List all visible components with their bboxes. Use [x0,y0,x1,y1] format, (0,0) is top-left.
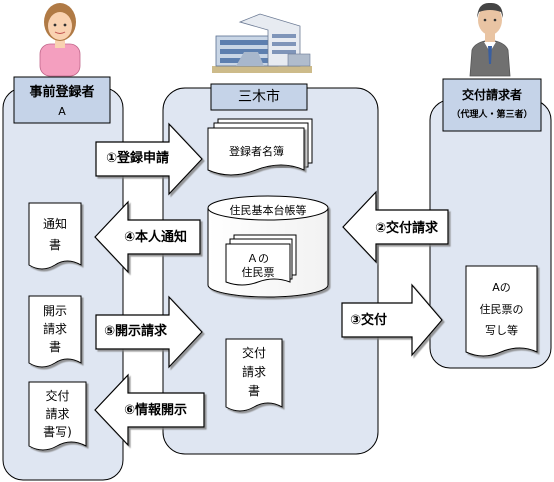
issuance-request-document [225,338,283,412]
man-icon [469,2,511,77]
arrow-notification [94,200,201,274]
resident-copy-document [465,265,538,357]
arrow-label-issuance: ③交付 [350,313,388,328]
arrow-label-notification: ④本人通知 [124,230,188,245]
arrow-info-disclosure [94,373,205,447]
issuance-request-copy-document [28,381,87,451]
resident-card-line-1: Ａの [247,252,269,265]
issuance-request-line-3: 書 [247,384,260,398]
arrow-disclosure-request [95,295,203,369]
arrow-registration-request [95,122,203,196]
resident-copy-line-3: 写し等 [485,324,518,337]
notice-line-2: 書 [48,238,61,252]
header-city-title: 三木市 [238,89,280,105]
issuance-copy-line-2: 請求 [45,407,70,421]
header-registrant-sub: A [58,105,66,118]
disclosure-request-line-3: 書 [48,340,61,354]
issuance-copy-line-3: 書写) [43,425,72,439]
ledger-label: 住民基本台帳等 [229,204,307,217]
notice-document [28,202,82,270]
resident-card-stack [225,234,297,286]
arrow-issuance-request [342,190,449,264]
disclosure-request-line-1: 開示 [42,304,67,318]
disclosure-request-line-2: 請求 [42,322,67,336]
resident-copy-line-2: 住民票の [479,303,524,316]
arrow-label-registration-request: ①登録申請 [106,151,170,166]
header-requester-box [442,78,542,132]
city-hall-icon [212,13,312,73]
issuance-copy-line-1: 交付 [45,389,70,403]
woman-icon [39,3,81,77]
registry-document [207,118,313,176]
issuance-request-line-1: 交付 [241,346,266,360]
resident-copy-line-1: Aの [492,281,511,294]
arrow-label-info-disclosure: ⑥情報開示 [124,403,188,418]
header-registrant-box [13,76,111,124]
header-requester-sub: （代理人・第三者） [451,110,533,120]
notice-line-1: 通知 [42,217,67,231]
arrow-label-issuance-request: ②交付請求 [375,221,439,236]
header-registrant-title: 事前登録者 [29,85,95,100]
resident-card-line-2: 住民票 [241,266,275,279]
registry-label: 登録者名簿 [229,145,284,158]
header-requester-title: 交付請求者 [461,88,522,102]
arrow-label-disclosure-request: ⑤開示請求 [104,324,168,339]
issuance-request-line-2: 請求 [241,365,266,379]
disclosure-request-document [28,295,82,368]
arrow-issuance [341,283,443,357]
header-city-box [210,83,308,111]
